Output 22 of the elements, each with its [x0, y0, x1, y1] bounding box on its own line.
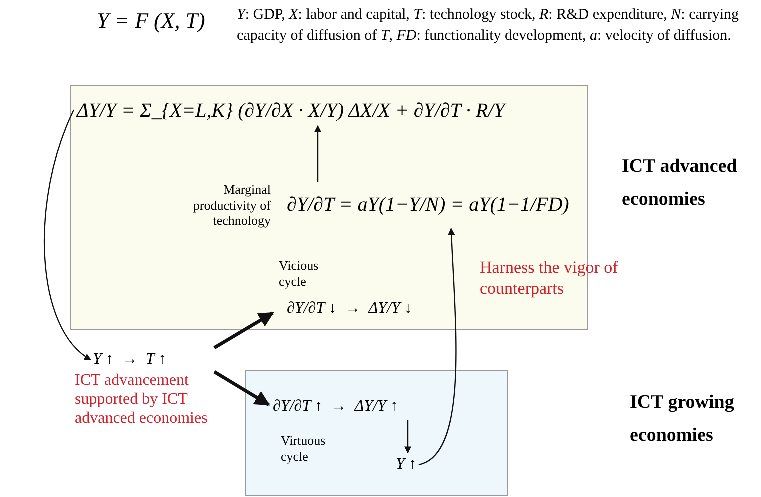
region-box [245, 370, 508, 496]
arrow [404, 420, 412, 454]
cycle-caption: Virtuous cycle [281, 433, 327, 464]
node-caption: Marginal productivity of technology [192, 182, 271, 229]
arrow [314, 125, 322, 182]
region-heading: ICT advanced economies [622, 155, 738, 212]
math-formula: ΔY/Y = Σ_{X=L,K} (∂Y/∂X · X/Y) ΔX/X + ∂Y/∂T · R/Y [77, 100, 505, 122]
arrow [44, 110, 92, 360]
math-formula: ∂Y/∂T ↑ → ΔY/Y ↑ [273, 398, 398, 415]
math-formula: ∂Y/∂T = aY(1−Y/N) = aY(1−1/FD) [287, 193, 570, 218]
math-formula: Y = F (X, T) [97, 7, 206, 35]
edge-label: Harness the vigor of counterparts [480, 257, 620, 300]
symbol-definitions: Y: GDP, X: labor and capital, T: technology stock, R: R&D expenditure, N: carrying capacity of diffusion of T, FD: functionality development, a: velocity of diffusion. [237, 6, 740, 46]
arrow [214, 370, 270, 406]
arrow [214, 312, 274, 350]
math-formula: Y ↑ [396, 456, 417, 473]
arrow [418, 228, 457, 466]
math-formula: ∂Y/∂T ↓ → ΔY/Y ↓ [287, 299, 412, 320]
cycle-caption: Vicious cycle [279, 258, 320, 290]
math-formula: Y ↑ → T ↑ [93, 351, 167, 368]
annotation-text: ICT advancement supported by ICT advanced economies [75, 371, 209, 429]
region-heading: ICT growing economies [630, 391, 736, 448]
